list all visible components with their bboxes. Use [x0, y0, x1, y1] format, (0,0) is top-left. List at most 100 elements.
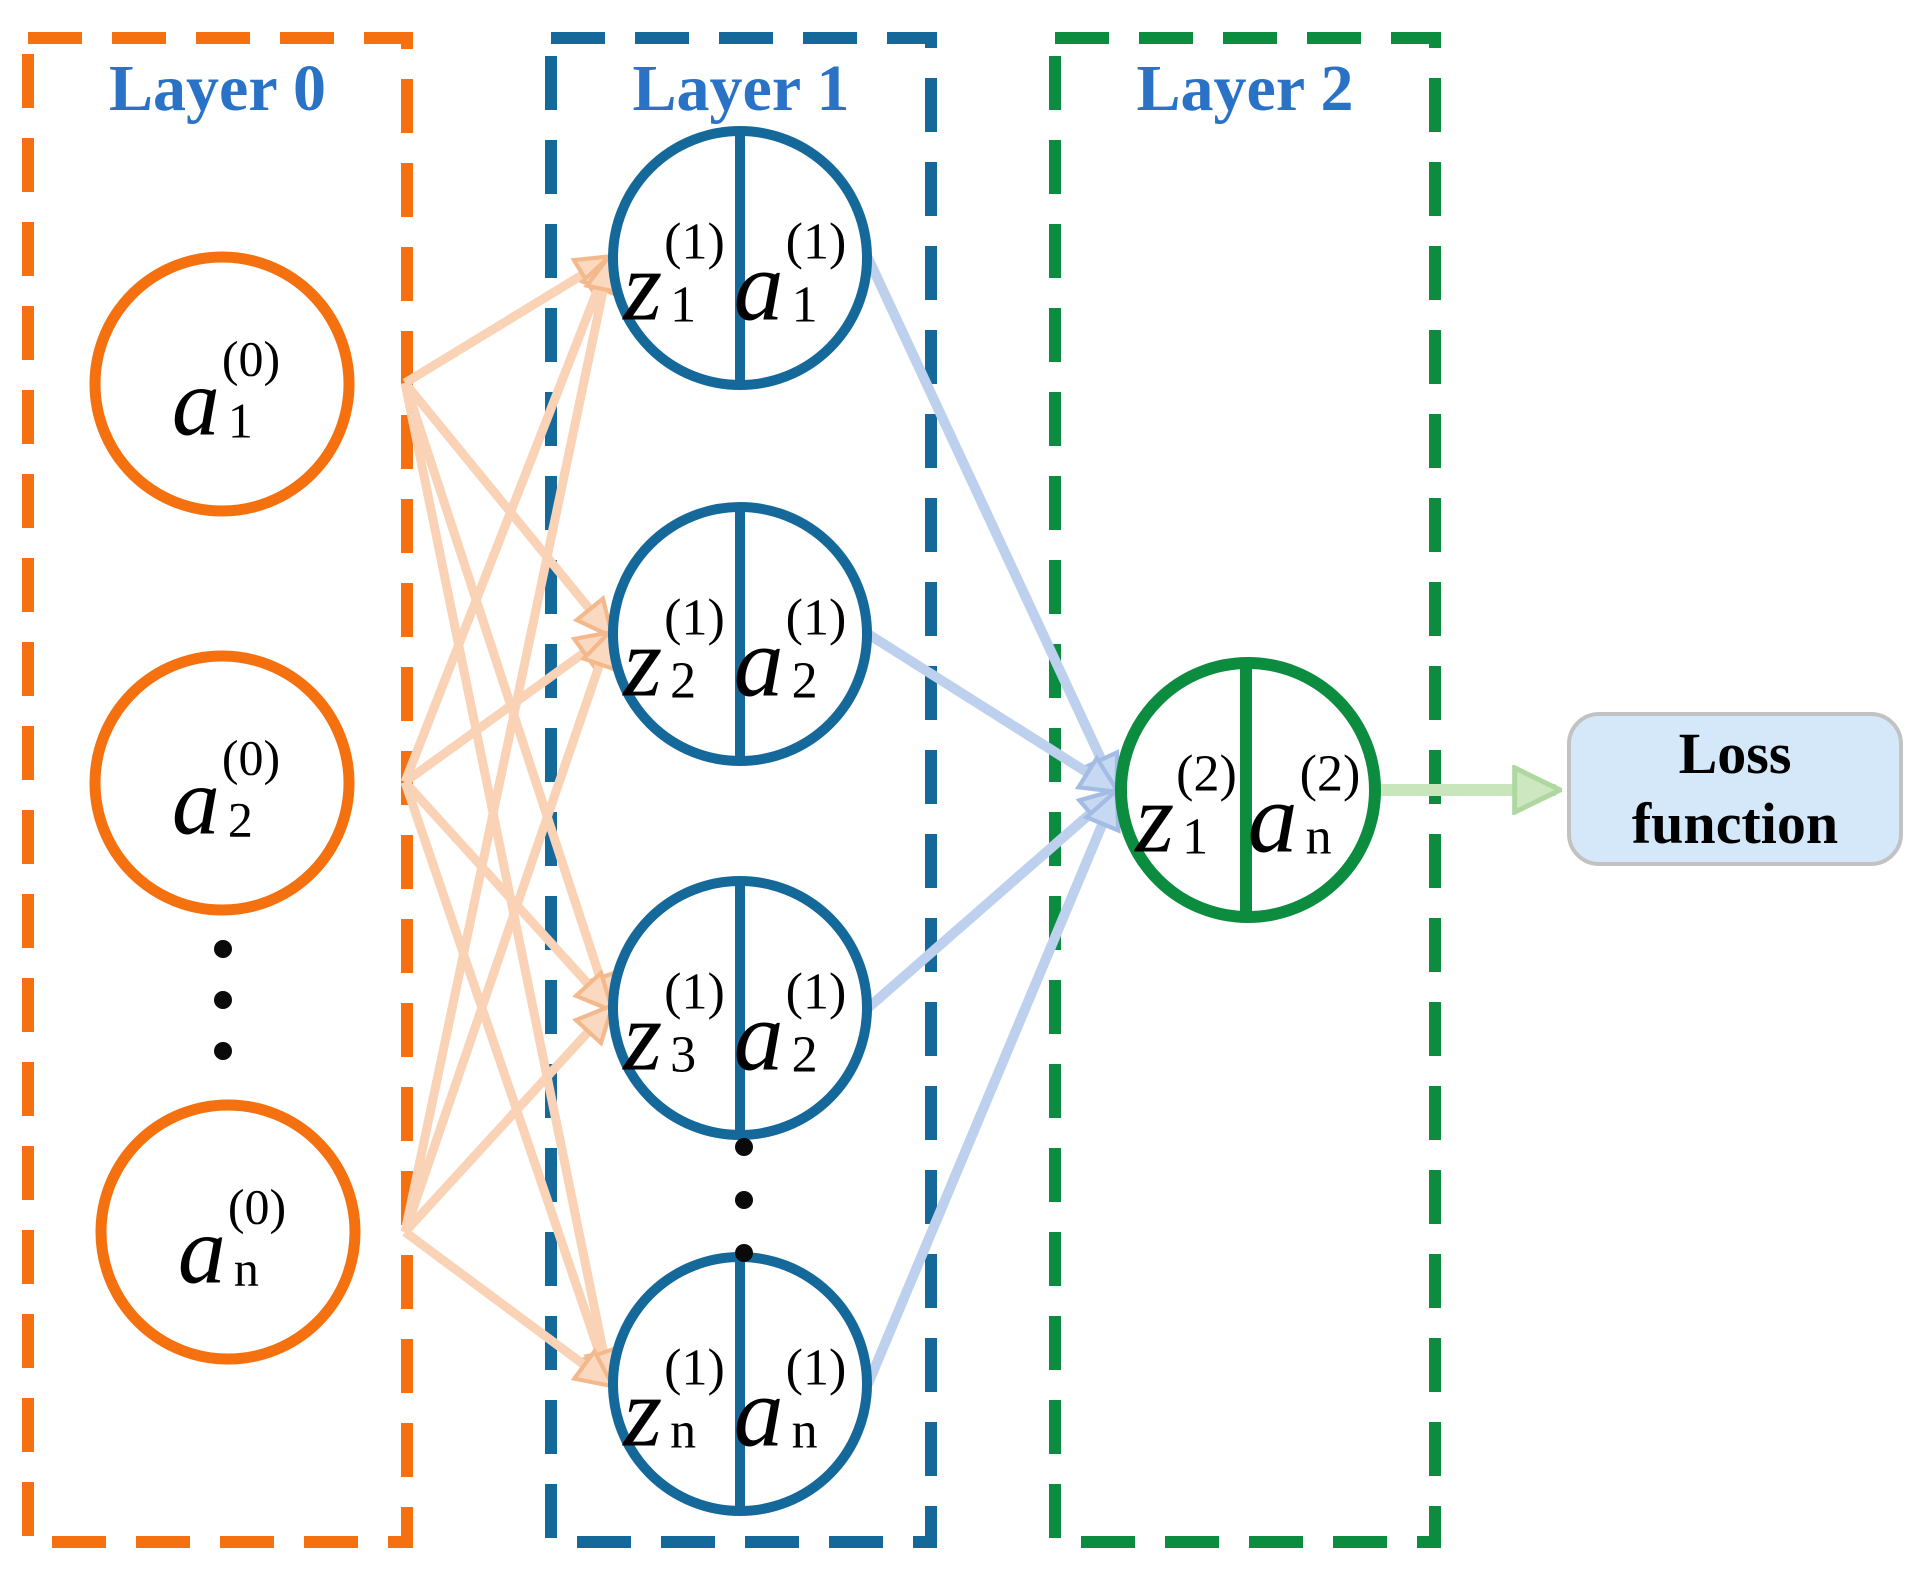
loss-function-box: Loss function — [1567, 712, 1903, 866]
ellipsis-dot — [214, 1042, 232, 1060]
connection-arrow — [864, 792, 1115, 1012]
layer0-to-layer1-connections — [400, 258, 610, 1384]
node-superscript: (1) — [785, 963, 847, 1021]
node-letter: a — [733, 606, 784, 718]
layer1-node-n-a-label: a (1) n — [733, 1339, 847, 1468]
node-letter: a — [171, 348, 220, 455]
layer1-title: Layer 1 — [632, 52, 850, 125]
layer0-node-1-label: a (0) 1 — [171, 330, 281, 455]
node-letter: a — [1247, 762, 1298, 874]
layer2-title: Layer 2 — [1136, 52, 1354, 125]
node-subscript: n — [791, 1403, 818, 1460]
connection-arrow — [402, 258, 610, 387]
ellipsis-dot — [735, 1138, 753, 1156]
node-superscript: (2) — [1299, 745, 1361, 803]
layer0-node-2 — [89, 650, 355, 916]
node-scripts: (1) 1 — [786, 216, 847, 334]
node-letter: a — [733, 230, 784, 342]
node-letter: a — [171, 747, 220, 854]
node-letter: a — [733, 1356, 784, 1468]
node-subscript: 1 — [227, 392, 253, 448]
ellipsis-dot — [214, 991, 232, 1009]
node-letter: z — [623, 606, 663, 718]
connection-arrow — [400, 258, 610, 1233]
node-superscript: (0) — [221, 729, 281, 786]
connection-arrow — [400, 780, 610, 1384]
connection-arrow — [400, 382, 610, 1384]
node-superscript: (1) — [664, 589, 725, 647]
node-letter: z — [1135, 762, 1175, 874]
connection-arrow — [863, 255, 1120, 789]
node-superscript: (1) — [785, 1339, 847, 1397]
node-subscript: 1 — [791, 277, 818, 334]
layer1-node-3-a-label: a (1) 2 — [733, 963, 847, 1092]
ellipsis-dot — [735, 1191, 753, 1209]
node-subscript: 1 — [670, 277, 697, 334]
layer1-node-3-z-label: z (1) 3 — [623, 963, 725, 1086]
node-scripts: (1) 2 — [785, 963, 847, 1084]
node-subscript: 3 — [670, 1027, 697, 1084]
node-superscript: (0) — [221, 330, 281, 387]
node-superscript: (1) — [664, 963, 725, 1021]
layer0-node-1 — [89, 251, 355, 517]
node-subscript: 2 — [670, 653, 697, 710]
layer1-node-1-z-label: z (1) 1 — [623, 213, 725, 342]
layer1-node-1-a-label: a (1) 1 — [733, 216, 847, 342]
ellipsis-dot — [735, 1244, 753, 1262]
node-letter: z — [623, 230, 663, 342]
node-subscript: 2 — [791, 1027, 818, 1084]
connection-arrow — [400, 634, 610, 1234]
node-subscript: 2 — [227, 791, 253, 847]
layer1-to-layer2-connections — [863, 255, 1120, 1386]
node-superscript: (1) — [785, 589, 847, 647]
layer1-box-outline — [545, 32, 937, 1548]
layer1-node-2-z-label: z (1) 2 — [623, 589, 725, 718]
node-scripts: (1) 3 — [664, 963, 725, 1084]
node-letter: a — [177, 1196, 226, 1303]
layer1-node-2-a-label: a (1) 2 — [733, 589, 847, 718]
layer1-nodes — [608, 126, 872, 1516]
layer0-node-n-label: a (0) n — [177, 1178, 287, 1303]
connection-arrow — [400, 381, 610, 1008]
layer2-node-group — [1115, 657, 1381, 923]
layer2-node-a-label: a (2) n — [1247, 745, 1361, 874]
node-letter: a — [733, 980, 784, 1092]
connection-arrow — [400, 258, 610, 784]
node-scripts: (1) 2 — [785, 589, 847, 710]
node-scripts: (2) 1 — [1176, 745, 1237, 866]
node-superscript: (0) — [227, 1178, 287, 1235]
node-scripts: (1) n — [664, 1339, 725, 1460]
node-scripts: (1) n — [785, 1339, 847, 1460]
node-subscript: 1 — [1182, 809, 1209, 866]
layer1-ellipsis — [735, 1138, 753, 1262]
layer0-ellipsis — [214, 940, 232, 1060]
connection-arrow — [865, 629, 1115, 790]
ellipsis-dot — [214, 940, 232, 958]
node-scripts: (0) 1 — [221, 330, 281, 448]
node-superscript: (1) — [664, 213, 725, 271]
node-scripts: (1) 2 — [664, 589, 725, 710]
node-letter: z — [623, 1356, 663, 1468]
connection-arrow — [402, 1228, 610, 1384]
connection-arrow — [401, 778, 610, 1008]
node-subscript: n — [233, 1240, 259, 1296]
loss-function-label: Loss function — [1631, 721, 1839, 856]
node-superscript: (2) — [1176, 745, 1237, 803]
node-subscript: n — [670, 1403, 697, 1460]
layer0-node-n — [95, 1099, 361, 1365]
layer0-title: Layer 0 — [109, 52, 326, 125]
node-scripts: (1) 1 — [664, 213, 725, 334]
layer1-node-n-z-label: z (1) n — [623, 1339, 725, 1468]
node-superscript: (1) — [664, 1339, 725, 1397]
node-scripts: (0) n — [227, 1178, 287, 1296]
connection-arrow — [401, 1008, 610, 1236]
node-scripts: (0) 2 — [221, 729, 281, 847]
layer2-node-z-label: z (2) 1 — [1135, 745, 1237, 874]
layer0-nodes — [89, 251, 361, 1365]
connection-arrow — [863, 794, 1115, 1386]
layer0-node-2-label: a (0) 2 — [171, 729, 281, 854]
node-scripts: (2) n — [1299, 745, 1361, 866]
node-subscript: 2 — [791, 653, 818, 710]
node-subscript: n — [1305, 809, 1332, 866]
